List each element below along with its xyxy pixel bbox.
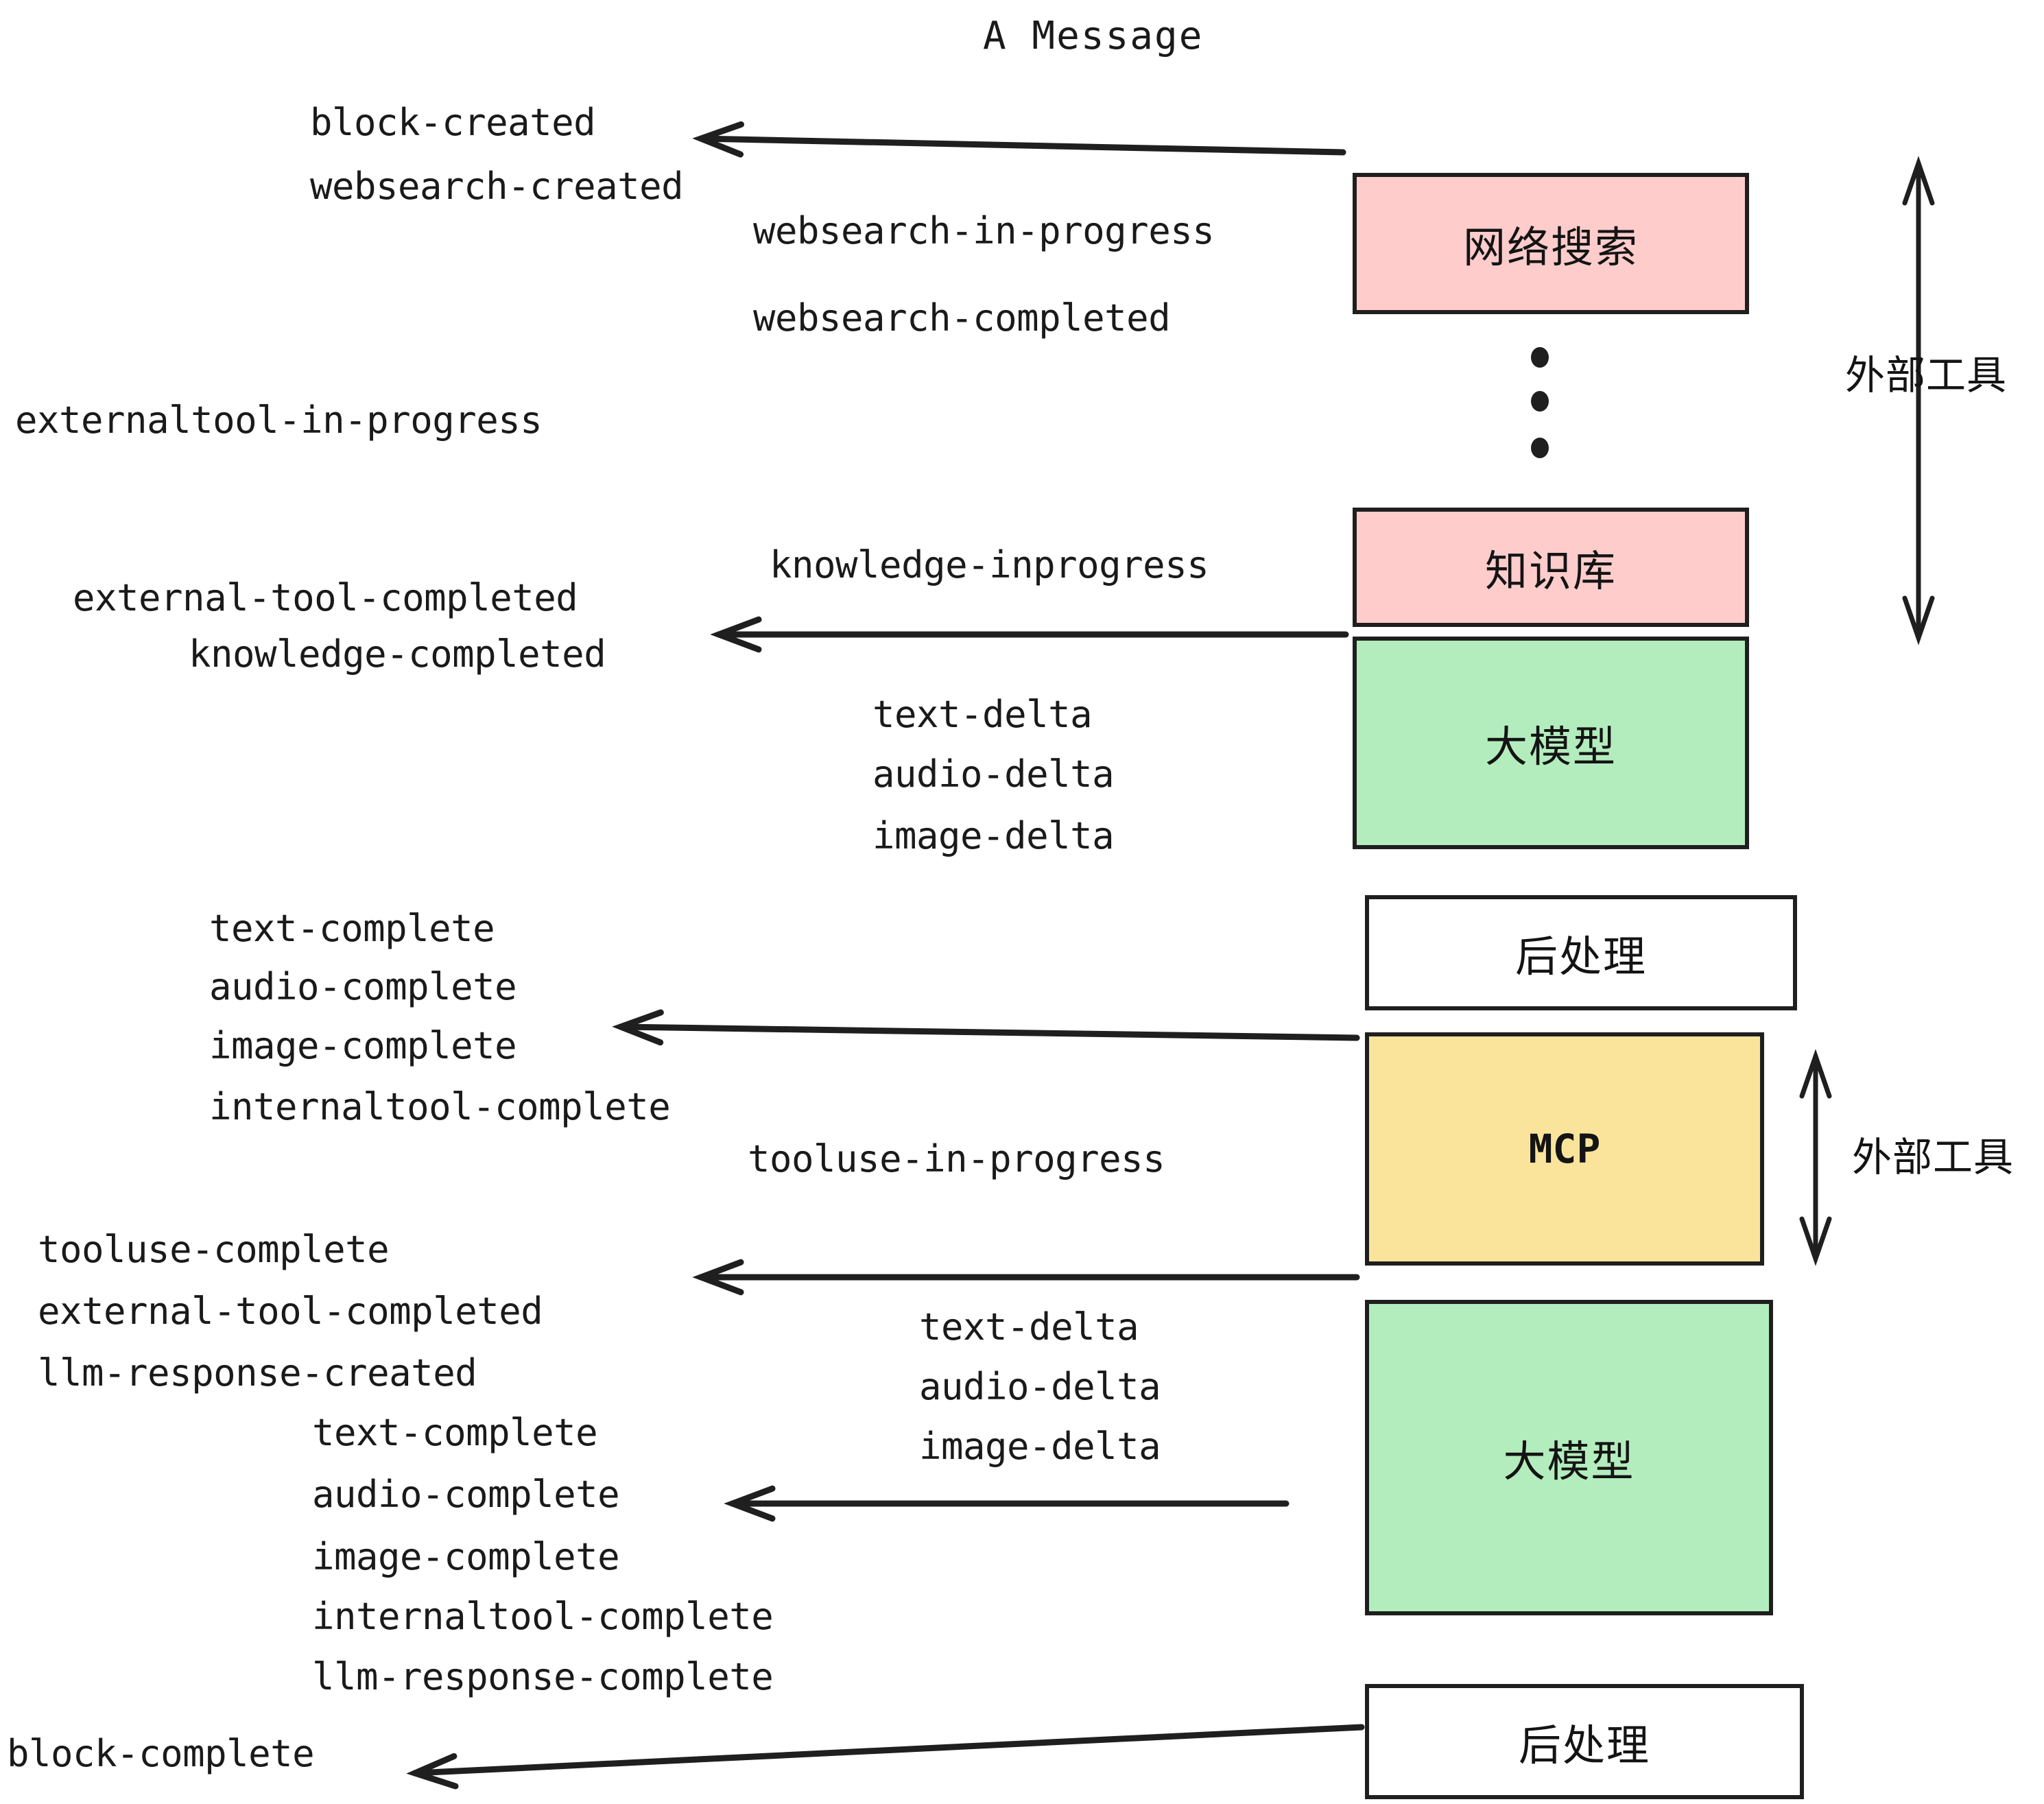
- box-mcp: MCP: [1365, 1032, 1764, 1266]
- arrow-block-created-head: [692, 121, 744, 158]
- event-tooluse-complete: tooluse-complete: [38, 1228, 390, 1271]
- event-audio-delta-1: audio-delta: [872, 752, 1115, 796]
- ellipsis-dot-1: [1531, 347, 1549, 368]
- event-image-complete-1: image-complete: [209, 1024, 517, 1067]
- event-tooluse-in-progress: tooluse-in-progress: [748, 1137, 1165, 1180]
- box-label: 后处理: [1518, 1720, 1650, 1770]
- ellipsis-dot-2: [1531, 391, 1549, 412]
- event-internaltool-complete-2: internaltool-complete: [312, 1595, 774, 1638]
- event-image-delta-1: image-delta: [872, 814, 1115, 857]
- event-audio-complete-1: audio-complete: [209, 965, 517, 1008]
- box-postproc-1: 后处理: [1365, 895, 1797, 1010]
- arrow-block-created-line: [698, 135, 1346, 156]
- arrow-knowledge-done-head: [710, 616, 762, 653]
- event-text-complete-1: text-complete: [209, 907, 495, 950]
- event-llm-response-complete: llm-response-complete: [312, 1655, 774, 1698]
- event-external-tool-completed-2: external-tool-completed: [38, 1290, 543, 1333]
- event-audio-complete-2: audio-complete: [312, 1473, 620, 1516]
- event-knowledge-completed: knowledge-completed: [189, 632, 606, 676]
- ext-tool-arrow-top-head-up: [1902, 156, 1935, 206]
- box-websearch: 网络搜索: [1353, 173, 1749, 314]
- event-websearch-created: websearch-created: [310, 165, 684, 208]
- event-image-complete-2: image-complete: [312, 1535, 620, 1578]
- box-label: MCP: [1528, 1126, 1601, 1172]
- box-label: 大模型: [1503, 1436, 1635, 1486]
- arrow-block-complete-line: [412, 1724, 1365, 1777]
- box-llm-1: 大模型: [1353, 637, 1749, 849]
- event-block-created: block-created: [310, 101, 596, 144]
- event-text-delta-1: text-delta: [872, 693, 1093, 736]
- event-websearch-in-progress: websearch-in-progress: [753, 209, 1215, 252]
- box-postproc-2: 后处理: [1365, 1684, 1804, 1799]
- box-knowledge: 知识库: [1353, 508, 1749, 627]
- event-block-complete: block-complete: [7, 1732, 315, 1775]
- page-title: A Message: [983, 14, 1204, 58]
- event-text-delta-2: text-delta: [919, 1305, 1139, 1349]
- event-externaltool-in-progress: externaltool-in-progress: [15, 399, 543, 442]
- ellipsis-dot-3: [1531, 438, 1549, 458]
- ext-tool-arrow-bottom-head-up: [1799, 1049, 1832, 1099]
- arrow-image-complete-head: [612, 1009, 664, 1046]
- box-llm-2: 大模型: [1365, 1300, 1773, 1615]
- ext-tool-arrow-bottom-head-down: [1799, 1216, 1832, 1266]
- arrow-tooluse-complete-head: [692, 1259, 744, 1296]
- event-image-delta-2: image-delta: [919, 1425, 1161, 1468]
- arrow-audio-complete-head: [724, 1485, 776, 1522]
- arrow-block-complete-head: [406, 1753, 459, 1790]
- event-external-tool-completed-1: external-tool-completed: [73, 576, 578, 619]
- event-audio-delta-2: audio-delta: [919, 1365, 1161, 1408]
- side-label-external-tool-top: 外部工具: [1845, 352, 2008, 399]
- event-internaltool-complete-1: internaltool-complete: [209, 1085, 671, 1128]
- box-label: 知识库: [1484, 546, 1617, 596]
- event-llm-response-created: llm-response-created: [38, 1351, 477, 1394]
- side-label-external-tool-bottom: 外部工具: [1852, 1134, 2015, 1180]
- ext-tool-arrow-top-head-down: [1902, 595, 1935, 645]
- arrow-image-complete-line: [617, 1023, 1360, 1041]
- event-knowledge-inprogress: knowledge-inprogress: [770, 543, 1209, 586]
- box-label: 网络搜索: [1462, 222, 1639, 272]
- event-text-complete-2: text-complete: [312, 1411, 598, 1454]
- box-label: 后处理: [1514, 931, 1647, 982]
- box-label: 大模型: [1484, 722, 1617, 772]
- event-websearch-completed: websearch-completed: [753, 296, 1171, 340]
